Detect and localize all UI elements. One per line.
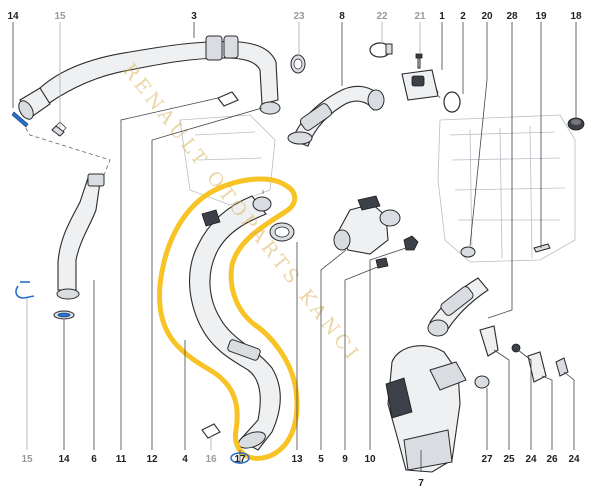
part-8-intake-hose (287, 85, 385, 147)
label-15-bottom: 15 (21, 454, 33, 465)
part-16-clip (201, 423, 221, 439)
part-5-bolt (375, 257, 389, 269)
label-19: 19 (535, 11, 547, 22)
hose-corrugation (227, 339, 261, 361)
part-27-grommet (474, 375, 490, 389)
label-28: 28 (506, 11, 518, 22)
sensor (201, 209, 221, 227)
part-14-fitting (11, 87, 51, 128)
highlight-outline (156, 176, 300, 461)
part-22-clamp (369, 42, 393, 58)
part-6-vertical-pipe (53, 173, 105, 320)
part-26-bracket (527, 351, 547, 383)
part-18-cap (567, 117, 585, 131)
part-21-screw (415, 53, 423, 69)
part-1-airflow-sensor (401, 69, 439, 101)
label-13: 13 (291, 454, 303, 465)
label-24-right: 24 (568, 454, 580, 465)
part-15-clip (51, 121, 67, 137)
part-9-throttle-housing (333, 195, 401, 255)
part-20-grommet (460, 246, 476, 258)
blue-seal (57, 312, 71, 318)
label-24: 24 (525, 454, 537, 465)
label-25: 25 (503, 454, 515, 465)
label-20: 20 (481, 11, 493, 22)
part-3-upper-air-pipe (39, 35, 281, 115)
label-10: 10 (364, 454, 376, 465)
label-6: 6 (91, 454, 97, 465)
label-14: 14 (7, 11, 19, 22)
pipe-coupling (223, 35, 239, 59)
part-24-screw (555, 357, 569, 377)
part-7-airbox (385, 345, 467, 473)
label-5: 5 (318, 454, 324, 465)
hose-corrugation (299, 103, 333, 131)
part-12-clip (217, 91, 239, 107)
part-2-o-ring (443, 91, 461, 113)
label-3: 3 (191, 11, 197, 22)
part-15-lower-clip (15, 281, 35, 299)
label-9: 9 (342, 454, 348, 465)
label-17: 17 (234, 454, 246, 465)
label-1: 1 (439, 11, 445, 22)
blue-clip (11, 111, 29, 128)
label-2: 2 (460, 11, 466, 22)
label-26: 26 (546, 454, 558, 465)
label-16: 16 (205, 454, 217, 465)
label-27: 27 (481, 454, 493, 465)
top-leader-lines (12, 22, 577, 319)
part-28-lower-hose (427, 277, 489, 337)
label-4: 4 (182, 454, 188, 465)
part-13-clamp (269, 222, 295, 242)
part-25-bracket (479, 325, 499, 357)
label-12: 12 (146, 454, 158, 465)
part-4-intercooler-hose (189, 195, 281, 451)
top-labels: 14 15 3 23 8 22 21 1 2 20 28 19 18 (7, 11, 582, 22)
engine-block (179, 114, 576, 263)
label-18: 18 (570, 11, 582, 22)
hose-corrugation (440, 286, 474, 316)
part-10-nut (403, 235, 419, 251)
part-19-bolt (533, 243, 551, 253)
label-15: 15 (54, 11, 66, 22)
label-22: 22 (376, 11, 388, 22)
bottom-leader-lines (26, 97, 575, 472)
label-14-bottom: 14 (58, 454, 70, 465)
label-23: 23 (293, 11, 305, 22)
label-21: 21 (414, 11, 426, 22)
pipe-coupling (205, 35, 223, 61)
bottom-labels: 15 14 6 11 12 4 16 17 13 5 9 10 7 27 25 … (21, 454, 580, 489)
label-7: 7 (418, 478, 424, 489)
label-11: 11 (116, 454, 127, 465)
label-8: 8 (339, 11, 345, 22)
